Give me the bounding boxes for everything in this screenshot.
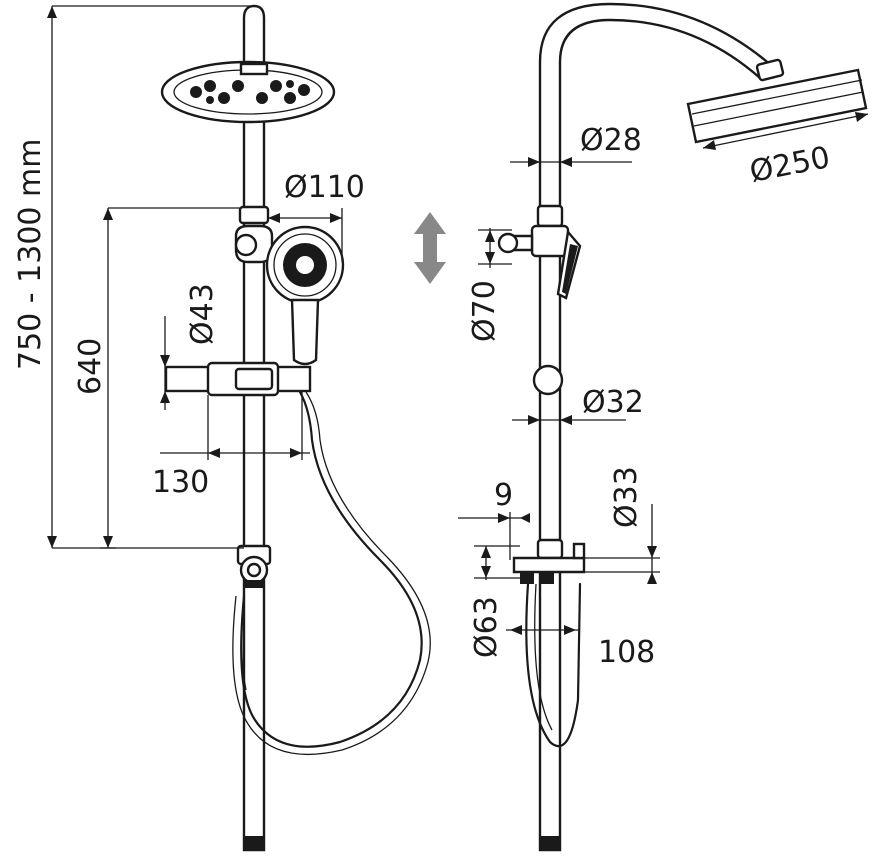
dim-slider-height: Ø70	[467, 228, 512, 342]
label-rail-height: 640	[73, 338, 108, 395]
rain-head-nozzles	[190, 80, 310, 104]
height-adjust-arrow-icon	[414, 212, 446, 284]
label-slider-height: Ø70	[467, 280, 502, 342]
label-handshower-diameter: Ø110	[284, 170, 365, 205]
side-view: Ø28 Ø250 Ø70 Ø32	[458, 2, 869, 852]
label-bar-diameter: Ø43	[185, 283, 220, 345]
dim-bar-diameter: Ø43	[160, 283, 220, 410]
front-view: 750 - 1300 mm 640 Ø110 Ø43	[13, 4, 431, 852]
dim-pipe-lower-diameter: Ø32	[512, 385, 644, 425]
front-hand-shower	[265, 225, 345, 366]
side-middle-joint	[532, 364, 564, 396]
label-pipe-lower-diameter: Ø32	[582, 385, 644, 420]
label-offset-small: 9	[494, 478, 513, 513]
front-lower-clamp	[236, 544, 272, 588]
label-holder-offset: 130	[152, 465, 209, 500]
dim-pipe-upper-diameter: Ø28	[510, 123, 642, 167]
front-hose	[232, 390, 431, 756]
dim-mixer-width: 108	[506, 625, 655, 670]
side-upper-clamp	[497, 204, 582, 300]
side-mixer	[512, 538, 586, 748]
dim-total-height: 750 - 1300 mm	[13, 5, 252, 549]
label-connector-diameter: Ø33	[609, 466, 644, 528]
front-upper-clamp	[234, 205, 274, 264]
front-slide-holder	[164, 361, 312, 397]
dim-handshower-diameter: Ø110	[268, 170, 365, 262]
label-mixer-height: Ø63	[469, 596, 504, 658]
dim-rail-height: 640	[73, 207, 240, 549]
label-mixer-width: 108	[598, 635, 655, 670]
label-rain-head-diameter: Ø250	[747, 140, 833, 190]
label-pipe-upper-diameter: Ø28	[580, 123, 642, 158]
dim-offset-small: 9	[458, 478, 530, 560]
dim-holder-offset: 130	[152, 392, 310, 500]
label-total-height: 750 - 1300 mm	[13, 139, 48, 371]
dim-connector-diameter: Ø33	[562, 466, 660, 584]
side-rain-head	[686, 58, 868, 144]
dim-mixer-height: Ø63	[469, 545, 520, 658]
front-rain-head	[160, 60, 336, 124]
